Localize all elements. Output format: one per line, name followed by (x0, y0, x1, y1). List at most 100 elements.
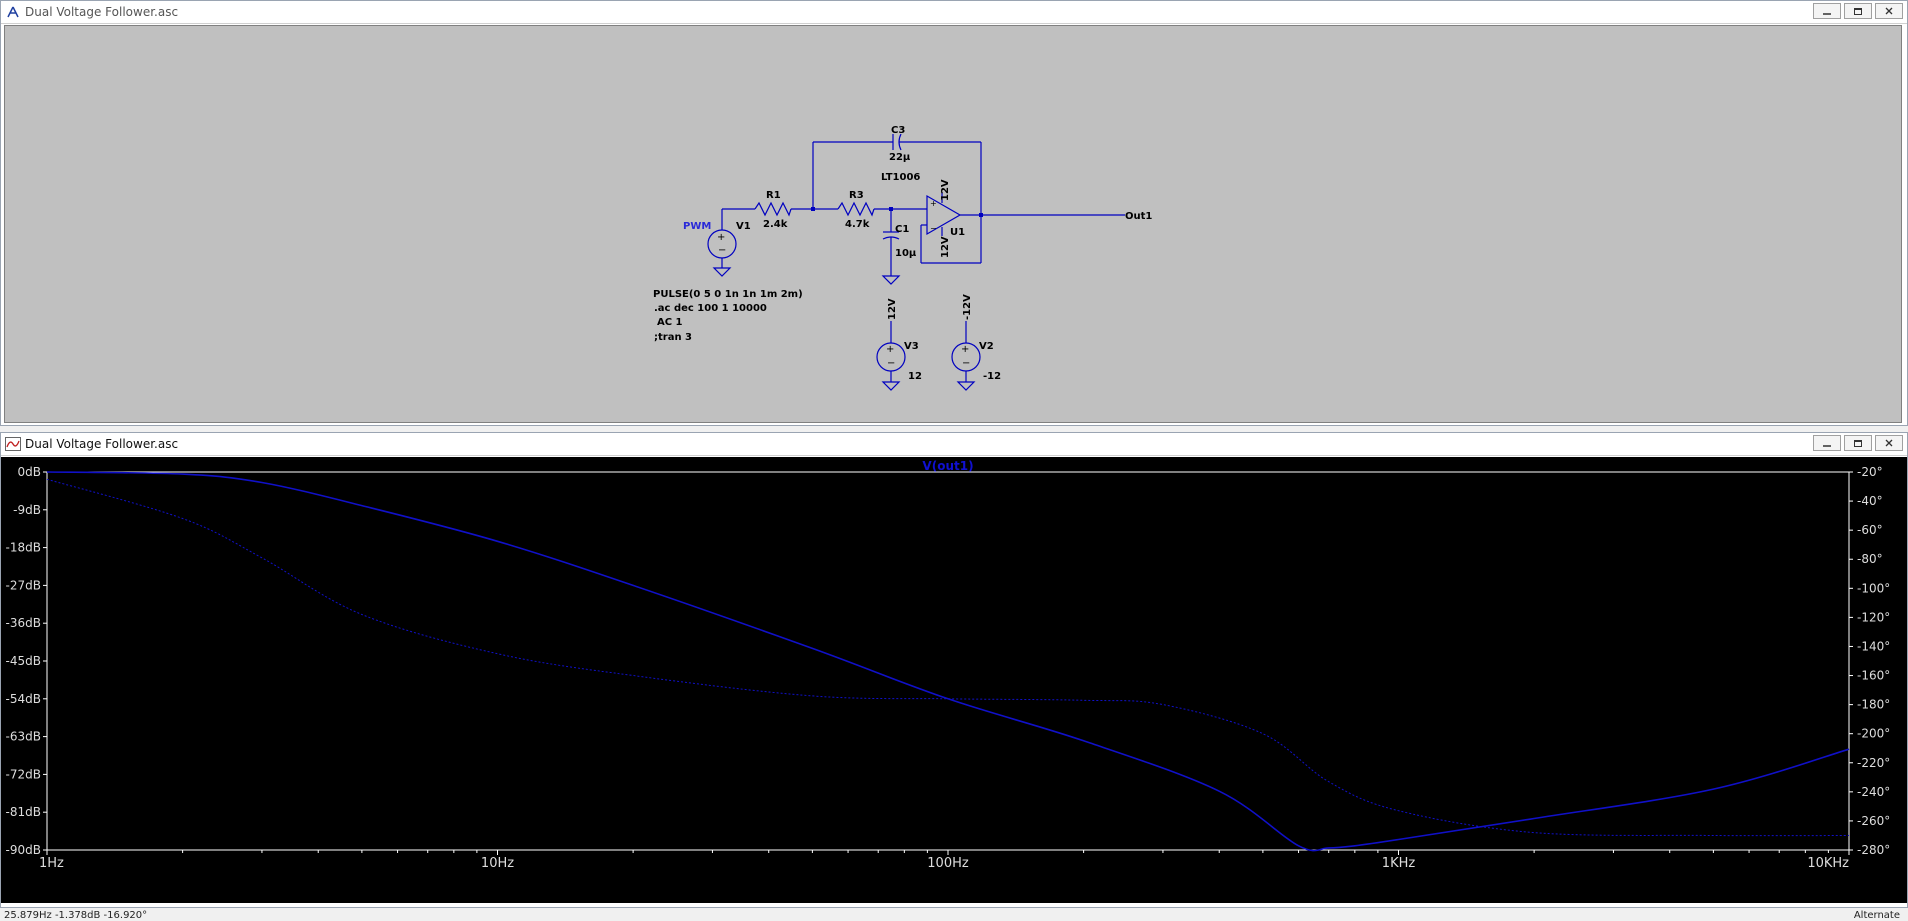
left-y-tick-label: -45dB (6, 654, 41, 668)
x-tick-label: 10Hz (481, 856, 514, 871)
restore-icon (1854, 8, 1862, 15)
waveform-plot-area[interactable]: 0dB-9dB-18dB-27dB-36dB-45dB-54dB-63dB-72… (1, 457, 1907, 903)
r1-name-label: R1 (766, 190, 781, 201)
u1-opamp-symbol[interactable] (926, 194, 962, 236)
v3-supply-label: 12V (887, 298, 898, 320)
bode-plot: 0dB-9dB-18dB-27dB-36dB-45dB-54dB-63dB-72… (6, 459, 1891, 871)
left-y-tick-label: -63dB (6, 730, 41, 744)
waveform-minimize-button[interactable] (1813, 435, 1841, 451)
x-tick-label: 1KHz (1382, 856, 1416, 871)
minus-sign: − (887, 358, 895, 369)
opamp-minus-sign: − (930, 224, 937, 233)
left-y-tick-label: -90dB (6, 843, 41, 857)
right-y-tick-label: -40° (1857, 494, 1883, 508)
u1-bottom-supply-label: 12V (940, 236, 951, 258)
right-y-tick-label: -260° (1857, 814, 1890, 828)
magnitude-trace[interactable] (46, 471, 1850, 852)
v2-value-label: -12 (983, 371, 1001, 382)
opamp-model-label: LT1006 (881, 172, 920, 183)
r3-name-label: R3 (849, 190, 864, 201)
directive-tran[interactable]: ;tran 3 (654, 332, 692, 343)
x-tick-label: 10KHz (1807, 856, 1849, 871)
right-y-tick-label: -180° (1857, 698, 1890, 712)
schematic-restore-button[interactable] (1844, 3, 1872, 19)
r1-value-label: 2.4k (763, 219, 788, 230)
v2-supply-label: -12V (962, 294, 973, 320)
waveform-restore-button[interactable] (1844, 435, 1872, 451)
plus-sign: + (886, 344, 894, 355)
minus-sign: − (962, 358, 970, 369)
r3-value-label: 4.7k (845, 219, 870, 230)
minimize-icon (1823, 13, 1831, 15)
right-y-tick-label: -200° (1857, 727, 1890, 741)
r1-resistor-symbol[interactable] (754, 201, 792, 217)
right-y-tick-label: -240° (1857, 785, 1890, 799)
schematic-close-button[interactable] (1875, 3, 1903, 19)
close-icon (1885, 7, 1893, 15)
x-tick-label: 100Hz (927, 856, 969, 871)
schematic-drawing: + − + − + − + − C3 22µ LT1006 R1 2.4k R3… (653, 125, 1152, 391)
schematic-window: Dual Voltage Follower.asc (0, 0, 1908, 426)
waveform-window-title: Dual Voltage Follower.asc (25, 437, 179, 451)
cursor-readout: 25.879Hz -1.378dB -16.920° (4, 910, 148, 921)
directive-pulse[interactable]: PULSE(0 5 0 1n 1n 1m 2m) (653, 289, 803, 300)
junction-dot (811, 207, 815, 211)
c1-value-label: 10µ (895, 248, 917, 259)
right-y-tick-label: -220° (1857, 756, 1890, 770)
v3-name-label: V3 (904, 341, 919, 352)
status-right-text: Alternate (1853, 910, 1900, 921)
right-y-tick-label: -80° (1857, 552, 1883, 566)
c3-value-label: 22µ (889, 152, 911, 163)
trace-name-label[interactable]: V(out1) (922, 459, 973, 473)
junction-dot (889, 207, 893, 211)
right-y-tick-label: -120° (1857, 610, 1890, 624)
schematic-minimize-button[interactable] (1813, 3, 1841, 19)
phase-trace[interactable] (46, 478, 1850, 837)
schematic-canvas[interactable]: + − + − + − + − C3 22µ LT1006 R1 2.4k R3… (4, 25, 1902, 423)
ground-icon (881, 275, 901, 285)
right-y-tick-label: -100° (1857, 581, 1890, 595)
junction-dot (979, 213, 983, 217)
right-y-tick-label: -140° (1857, 639, 1890, 653)
waveform-titlebar: Dual Voltage Follower.asc (1, 433, 1907, 456)
right-y-tick-label: -160° (1857, 669, 1890, 683)
right-y-tick-label: -60° (1857, 523, 1883, 537)
left-y-tick-label: -18dB (6, 541, 41, 555)
directive-ac[interactable]: .ac dec 100 1 10000 (654, 303, 767, 314)
schematic-app-icon (5, 4, 21, 20)
right-y-tick-label: -280° (1857, 843, 1890, 857)
waveform-app-icon (5, 436, 21, 452)
directive-ac1[interactable]: AC 1 (657, 317, 683, 328)
waveform-close-button[interactable] (1875, 435, 1903, 451)
pwm-net-label: PWM (683, 221, 711, 232)
u1-name-label: U1 (950, 227, 965, 238)
minus-sign: − (718, 245, 726, 256)
ground-icon (956, 381, 976, 391)
v3-value-label: 12 (908, 371, 922, 382)
left-y-tick-label: -27dB (6, 578, 41, 592)
plus-sign: + (717, 232, 725, 243)
x-tick-label: 1Hz (39, 856, 64, 871)
left-y-tick-label: -81dB (6, 805, 41, 819)
restore-icon (1854, 440, 1862, 447)
ground-icon (712, 267, 732, 277)
left-y-tick-label: -9dB (13, 503, 41, 517)
v2-name-label: V2 (979, 341, 994, 352)
schematic-window-title: Dual Voltage Follower.asc (25, 5, 179, 19)
v1-name-label: V1 (736, 221, 751, 232)
schematic-titlebar: Dual Voltage Follower.asc (1, 1, 1907, 24)
out1-net-label: Out1 (1125, 211, 1152, 222)
u1-top-supply-label: 12V (940, 179, 951, 201)
waveform-window: Dual Voltage Follower.asc 0dB-9dB-18dB-2… (0, 432, 1908, 908)
c3-name-label: C3 (891, 125, 905, 136)
left-y-tick-label: -54dB (6, 692, 41, 706)
left-y-tick-label: -72dB (6, 767, 41, 781)
c1-name-label: C1 (895, 224, 909, 235)
right-y-tick-label: -20° (1857, 465, 1883, 479)
opamp-plus-sign: + (930, 199, 937, 208)
left-y-tick-label: -36dB (6, 616, 41, 630)
plus-sign: + (961, 344, 969, 355)
r3-resistor-symbol[interactable] (837, 201, 875, 217)
status-bar: 25.879Hz -1.378dB -16.920° Alternate (0, 910, 1908, 921)
minimize-icon (1823, 445, 1831, 447)
